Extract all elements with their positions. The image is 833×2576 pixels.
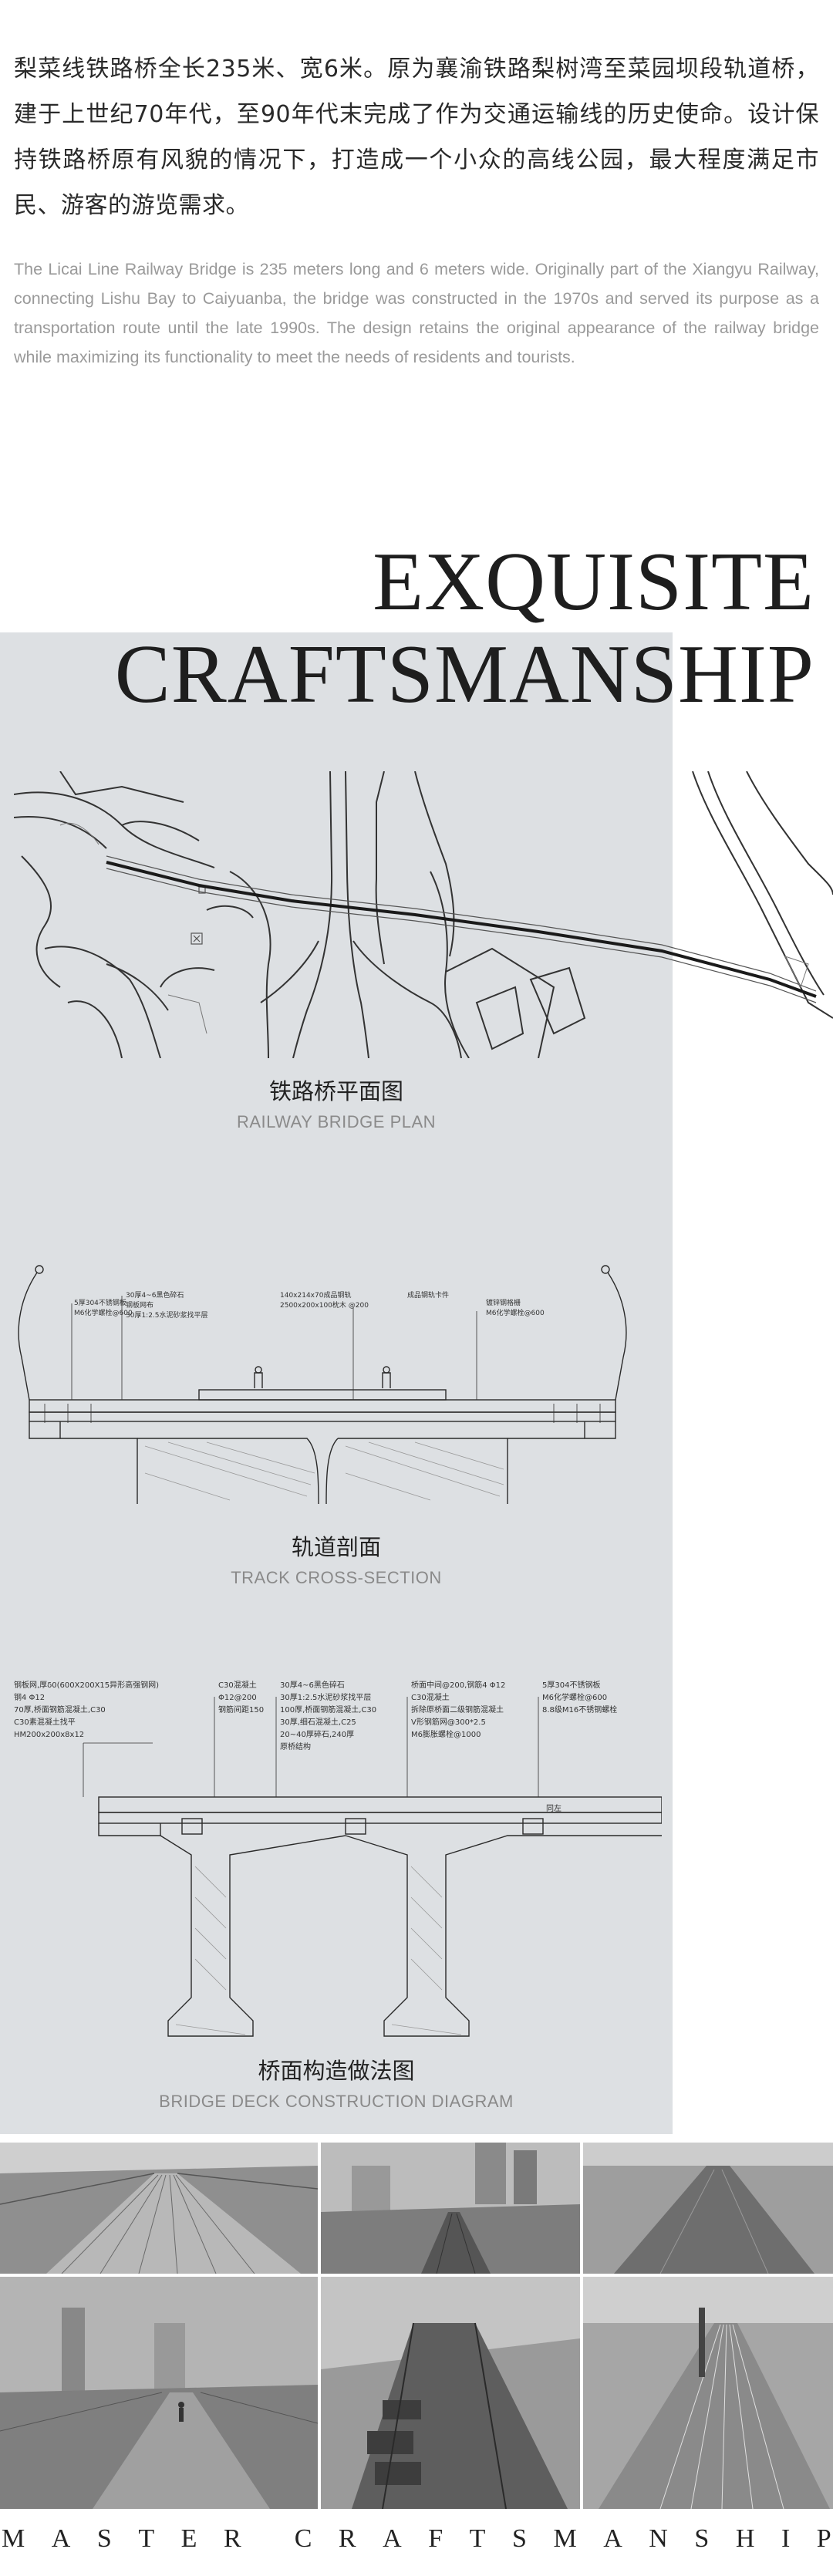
footer-letter: N [649, 2524, 668, 2553]
deck-note-d1: 桥面中间@200,钢筋4 Φ12 [411, 1680, 505, 1690]
deck-caption-chinese: 桥面构造做法图 [258, 2058, 415, 2084]
footer-letter: T [138, 2524, 155, 2553]
bridge-deck-construction-drawing: 钢板网,厚δ0(600X200X15异形高强钢网) 钢4 Φ12 70厚,桥面钢… [14, 1680, 662, 2037]
track-cross-section-drawing: 5厚304不锈钢板 M6化学螺栓@600 30厚4~6黑色碎石 钢板网布 30厚… [18, 1265, 627, 1504]
section-note-6: 140x214x70成品钢轨 [280, 1290, 351, 1300]
deck-note-f1: 同左 [546, 1803, 562, 1813]
footer-letter: S [694, 2524, 710, 2553]
deck-note-e1: 5厚304不锈钢板 [542, 1680, 600, 1690]
photo-railway-deck-construction [0, 2143, 318, 2274]
deck-note-b3: 钢筋间距150 [218, 1704, 264, 1715]
deck-note-d4: V形钢筋网@300*2.5 [411, 1717, 486, 1727]
photo-deck-perspective [583, 2277, 833, 2509]
footer-letter: P [816, 2524, 831, 2553]
deck-note-c5: 20~40厚碎石,240厚 [280, 1729, 354, 1739]
section-note-1: 5厚304不锈钢板 [74, 1298, 126, 1307]
footer-letter: R [338, 2524, 356, 2553]
deck-note-c2: 30厚1:2.5水泥砂浆找平层 [280, 1692, 371, 1702]
footer-letter: A [603, 2524, 622, 2553]
photo-railway-deck-aerial [583, 2143, 833, 2274]
deck-note-b1: C30混凝土 [218, 1680, 257, 1690]
deck-note-c4: 30厚,细石混凝土,C25 [280, 1717, 356, 1727]
section-note-7: 2500x200x100枕木 @200 [280, 1300, 369, 1310]
photo-walkway-person [0, 2277, 318, 2509]
section-caption-chinese: 轨道剖面 [291, 1534, 381, 1560]
section-note-3: 30厚4~6黑色碎石 [126, 1290, 184, 1300]
footer-letter: M [2, 2524, 25, 2553]
footer-letter: H [735, 2524, 755, 2553]
footer-letter: S [511, 2524, 527, 2553]
deck-note-c6: 原桥结构 [280, 1741, 311, 1752]
photo-railway-track-city [321, 2143, 580, 2274]
photo-bridge-edge-closeup [321, 2277, 580, 2509]
footer-letter: R [223, 2524, 241, 2553]
drawings-panel [0, 632, 673, 2134]
deck-note-a4: C30素混凝土找平 [14, 1717, 76, 1727]
title-line-1: EXQUISITE [373, 536, 814, 628]
footer-letter: F [428, 2524, 443, 2553]
railway-bridge-plan-drawing [14, 771, 833, 1058]
deck-note-a3: 70厚,桥面钢筋混凝土,C30 [14, 1704, 106, 1715]
section-caption-english: TRACK CROSS-SECTION [231, 1568, 442, 1587]
footer-letter: A [51, 2524, 71, 2553]
deck-note-d3: 拆除原桥面二级钢筋混凝土 [411, 1704, 504, 1715]
deck-note-d2: C30混凝土 [411, 1692, 450, 1702]
plan-caption-chinese: 铁路桥平面图 [268, 1078, 403, 1104]
footer-letter: A [383, 2524, 402, 2553]
footer-letter: T [469, 2524, 486, 2553]
deck-note-c1: 30厚4~6黑色碎石 [280, 1680, 345, 1690]
section-note-10: M6化学螺栓@600 [486, 1308, 545, 1317]
deck-note-d5: M6膨胀螺栓@1000 [411, 1729, 481, 1739]
footer-letter: I [781, 2524, 791, 2553]
section-note-5: 30厚1:2.5水泥砂浆找平层 [126, 1310, 208, 1320]
footer-letter: M [553, 2524, 577, 2553]
intro-block: 梨菜线铁路桥全长235米、宽6米。原为襄渝铁路梨树湾至菜园坝段轨道桥，建于上世纪… [14, 46, 819, 372]
deck-note-c3: 100厚,桥面钢筋混凝土,C30 [280, 1704, 376, 1715]
intro-chinese: 梨菜线铁路桥全长235米、宽6米。原为襄渝铁路梨树湾至菜园坝段轨道桥，建于上世纪… [14, 56, 819, 219]
footer-letter: S [96, 2524, 112, 2553]
footer-master-craftsmanship: M A S T E R C R A F T S M A N S H I P [0, 2516, 833, 2562]
deck-note-a1: 钢板网,厚δ0(600X200X15异形高强钢网) [14, 1680, 159, 1690]
section-note-8: 成品钢轨卡件 [407, 1290, 449, 1300]
deck-note-e2: M6化学螺栓@600 [542, 1692, 607, 1702]
deck-note-b2: Φ12@200 [218, 1694, 257, 1702]
intro-english: The Licai Line Railway Bridge is 235 met… [14, 260, 819, 366]
deck-note-e3: 8.8级M16不锈钢螺栓 [542, 1704, 617, 1715]
section-note-9: 镀锌钢格栅 [486, 1298, 521, 1307]
title-line-2: CRAFTSMANSHIP [114, 629, 814, 720]
deck-caption-english: BRIDGE DECK CONSTRUCTION DIAGRAM [159, 2092, 514, 2111]
section-note-2: M6化学螺栓@600 [74, 1308, 133, 1317]
deck-note-a2: 钢4 Φ12 [14, 1692, 45, 1702]
photo-grid [0, 2143, 833, 2509]
plan-caption-english: RAILWAY BRIDGE PLAN [236, 1112, 437, 1131]
footer-letter: E [180, 2524, 197, 2553]
deck-note-a5: HM200x200x8x12 [14, 1731, 84, 1739]
section-note-4: 钢板网布 [126, 1300, 153, 1310]
footer-letter: C [294, 2524, 312, 2553]
